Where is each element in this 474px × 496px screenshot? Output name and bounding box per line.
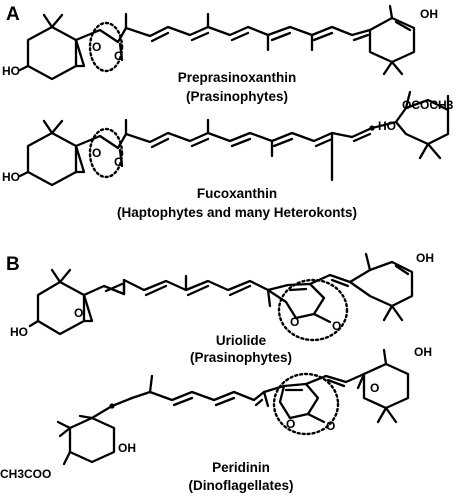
fucoxanthin-structure xyxy=(18,90,450,187)
lactone-oxygen-label: O xyxy=(290,315,299,329)
hydroxyl-label: HO xyxy=(2,170,20,184)
organism-group-label: (Haptophytes and many Heterokonts) xyxy=(117,205,357,220)
keto-oxygen-label: O xyxy=(114,49,123,63)
hydroxyl-label: OH xyxy=(118,441,136,455)
hydroxyl-label: OH xyxy=(420,7,438,21)
hydroxyl-label: HO xyxy=(10,325,28,339)
carbonyl-oxygen-label: O xyxy=(326,419,335,433)
hydroxyl-label: HO xyxy=(2,64,20,78)
uriolide-structure xyxy=(28,252,414,336)
keto-oxygen-label: O xyxy=(114,155,123,169)
organism-group-label: (Prasinophytes) xyxy=(190,350,292,365)
preprasinoxanthin-structure xyxy=(18,4,416,81)
peridinin-structure xyxy=(56,348,410,466)
epoxide-oxygen-label: O xyxy=(92,40,101,54)
highlight-circle xyxy=(88,21,124,73)
highlight-circle xyxy=(272,372,340,436)
hydroxyl-label: OH xyxy=(416,251,434,265)
acetoxy-label: CH3COO xyxy=(0,467,51,481)
epoxide-oxygen-label: O xyxy=(74,306,83,320)
molecule-name: Preprasinoxanthin xyxy=(178,70,297,85)
epoxide-oxygen-label: O xyxy=(92,146,101,160)
carbonyl-oxygen-label: O xyxy=(332,319,341,333)
organism-group-label: (Prasinophytes) xyxy=(186,89,288,104)
highlight-circle xyxy=(277,278,349,342)
panel-label-b: B xyxy=(6,254,20,275)
acetoxy-label: OCOCH3 xyxy=(402,98,454,112)
epoxide-oxygen-label: O xyxy=(370,381,379,395)
hydroxyl-label: OH xyxy=(414,345,432,359)
molecule-name: Fucoxanthin xyxy=(197,186,277,201)
organism-group-label: (Dinoflagellates) xyxy=(188,478,293,493)
highlight-circle xyxy=(88,127,124,179)
molecule-name: Peridinin xyxy=(212,460,270,475)
lactone-oxygen-label: O xyxy=(286,417,295,431)
panel-label-a: A xyxy=(6,4,20,25)
hydroxyl-label: HO xyxy=(378,119,396,133)
molecule-name: Uriolide xyxy=(216,333,267,348)
